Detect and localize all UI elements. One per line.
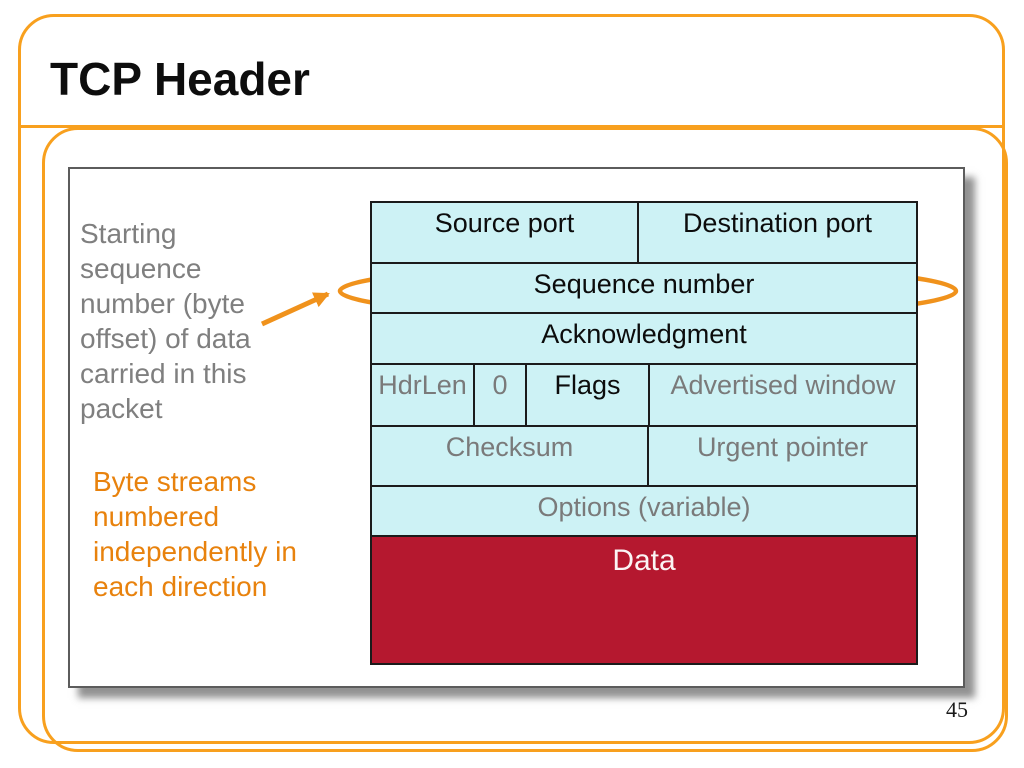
field-options: Options (variable) xyxy=(372,487,916,535)
field-advertised-window: Advertised window xyxy=(648,365,916,425)
page-number: 45 xyxy=(946,697,968,722)
tcp-header-diagram: Source port Destination port Sequence nu… xyxy=(370,201,918,665)
field-checksum: Checksum xyxy=(372,427,647,485)
field-reserved-zero: 0 xyxy=(473,365,525,425)
field-data: Data xyxy=(372,537,916,663)
field-source-port: Source port xyxy=(372,203,637,262)
note-byte-streams: Byte streams numbered independently in e… xyxy=(93,466,297,602)
field-flags: Flags xyxy=(525,365,648,425)
field-acknowledgment: Acknowledgment xyxy=(372,314,916,363)
field-urgent-pointer: Urgent pointer xyxy=(647,427,916,485)
note-starting-sequence: Starting sequence number (byte offset) o… xyxy=(80,218,251,424)
row-hdrlen-flags: HdrLen 0 Flags Advertised window xyxy=(372,363,916,425)
slide-frame xyxy=(18,14,1005,744)
field-destination-port: Destination port xyxy=(637,203,916,262)
field-hdrlen: HdrLen xyxy=(372,365,473,425)
title-separator-line xyxy=(18,125,1005,128)
slide-title: TCP Header xyxy=(50,53,310,105)
row-acknowledgment: Acknowledgment xyxy=(372,312,916,363)
field-sequence-number: Sequence number xyxy=(372,264,916,312)
row-ports: Source port Destination port xyxy=(372,203,916,262)
row-options: Options (variable) xyxy=(372,485,916,535)
row-checksum-urgent: Checksum Urgent pointer xyxy=(372,425,916,485)
body-frame xyxy=(42,127,1008,752)
row-sequence-number: Sequence number xyxy=(372,262,916,312)
row-data: Data xyxy=(372,535,916,663)
